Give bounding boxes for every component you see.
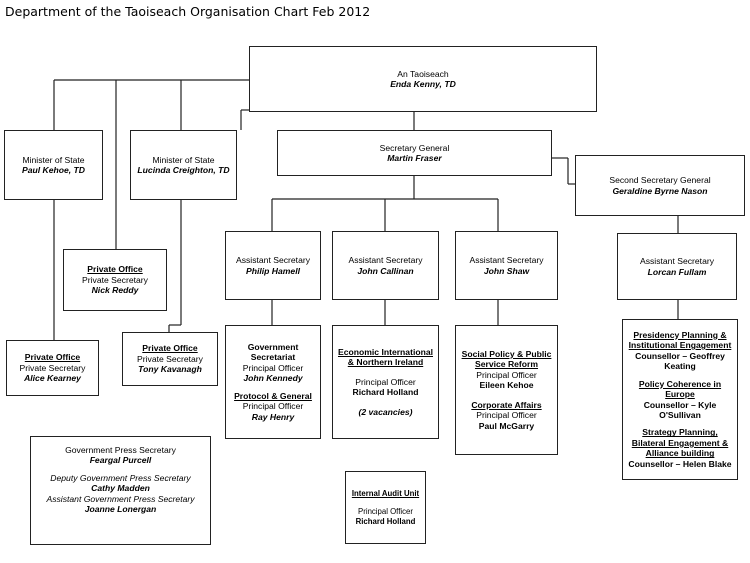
role-label: Assistant Secretary (348, 255, 423, 266)
role-label: Private Secretary (82, 274, 148, 285)
role-label: Principal Officer (242, 362, 304, 373)
private-office-kearney-box: Private Office Private Secretary Alice K… (6, 340, 99, 396)
role-label: Secretary General (379, 142, 450, 153)
role-label: Private Secretary (19, 362, 86, 373)
unit-heading: Strategy Planning, Bilateral Engagement … (631, 427, 729, 459)
role-label: Assistant Secretary (639, 256, 715, 267)
role-label: Private Secretary (137, 353, 203, 364)
role-label: Government Press Secretary (65, 445, 176, 455)
person-name: Geraldine Byrne Nason (612, 185, 708, 196)
private-office-kavanagh-box: Private Office Private Secretary Tony Ka… (122, 332, 218, 386)
person-name: Philip Hamell (246, 265, 300, 276)
role-label: Principal Officer (355, 376, 416, 387)
person-name: John Callinan (357, 265, 414, 276)
person-name: Nick Reddy (91, 285, 139, 296)
person-name: Joanne Lonergan (84, 504, 157, 515)
person-name: Lorcan Fullam (647, 266, 707, 277)
unit-heading: Social Policy & Public Service Reform (461, 348, 552, 370)
person-name: Ray Henry (251, 411, 295, 422)
person-name: Feargal Purcell (89, 455, 152, 466)
person-name: Alice Kearney (24, 373, 81, 384)
role-label: An Taoiseach (397, 68, 449, 79)
person-name: Eileen Kehoe (479, 380, 534, 391)
person-name: Richard Holland (355, 516, 416, 526)
unit-heading: Private Office (142, 343, 198, 354)
unit-hamell-box: Government Secretariat Principal Officer… (225, 325, 321, 439)
role-label: Minister of State (152, 154, 215, 165)
role-label: Principal Officer (476, 369, 537, 380)
person-name: John Shaw (483, 265, 530, 276)
unit-heading: Corporate Affairs (471, 399, 542, 410)
person-name: Cathy Madden (91, 483, 150, 494)
chart-title: Department of the Taoiseach Organisation… (5, 4, 371, 19)
unit-heading: Presidency Planning & Institutional Enga… (628, 329, 732, 351)
minister-kehoe-box: Minister of State Paul Kehoe, TD (4, 130, 103, 200)
unit-heading: Private Office (87, 264, 143, 275)
taoiseach-box: An Taoiseach Enda Kenny, TD (249, 46, 597, 112)
unit-heading: Internal Audit Unit (351, 488, 420, 498)
person-name: John Kennedy (243, 373, 303, 384)
role-label: Assistant Secretary (235, 255, 311, 266)
role-label: Principal Officer (242, 401, 304, 412)
counsellor-label: Counsellor – Geoffrey Keating (635, 350, 725, 372)
unit-heading: Economic International & Northern Irelan… (337, 346, 434, 368)
role-label: Second Secretary General (609, 175, 711, 186)
person-name: Richard Holland (352, 387, 419, 398)
asst-secretary-fullam-box: Assistant Secretary Lorcan Fullam (617, 233, 737, 300)
person-name: Martin Fraser (387, 153, 442, 163)
asst-secretary-hamell-box: Assistant Secretary Philip Hamell (225, 231, 321, 300)
unit-callinan-box: Economic International & Northern Irelan… (332, 325, 439, 439)
person-name: Enda Kenny, TD (390, 79, 456, 89)
minister-creighton-box: Minister of State Lucinda Creighton, TD (130, 130, 237, 200)
private-office-reddy-box: Private Office Private Secretary Nick Re… (63, 249, 167, 311)
unit-shaw-box: Social Policy & Public Service Reform Pr… (455, 325, 558, 455)
person-name: Paul Kehoe, TD (21, 165, 86, 175)
press-secretary-box: Government Press Secretary Feargal Purce… (30, 436, 211, 545)
role-label: Principal Officer (358, 507, 413, 517)
vacancies-note: (2 vacancies) (358, 406, 413, 417)
role-label: Assistant Government Press Secretary (46, 493, 195, 504)
person-name: Paul McGarry (478, 420, 535, 431)
person-name: Tony Kavanagh (138, 364, 202, 375)
counsellor-label: Counsellor – Kyle O'Sullivan (643, 399, 717, 420)
unit-heading: Policy Coherence in Europe (638, 378, 722, 400)
unit-heading: Private Office (24, 352, 81, 363)
role-label: Assistant Secretary (469, 255, 544, 266)
asst-secretary-callinan-box: Assistant Secretary John Callinan (332, 231, 439, 300)
secretary-general-box: Secretary General Martin Fraser (277, 130, 552, 176)
counsellor-label: Counsellor – Helen Blake (628, 458, 732, 469)
person-name: Lucinda Creighton, TD (137, 165, 230, 175)
role-label: Principal Officer (476, 410, 537, 421)
unit-heading: Government Secretariat (247, 341, 299, 363)
asst-secretary-shaw-box: Assistant Secretary John Shaw (455, 231, 558, 300)
internal-audit-box: Internal Audit Unit Principal Officer Ri… (345, 471, 426, 544)
role-label: Deputy Government Press Secretary (50, 472, 191, 483)
unit-heading: Protocol & General (234, 390, 312, 401)
role-label: Minister of State (22, 154, 85, 165)
second-secretary-general-box: Second Secretary General Geraldine Byrne… (575, 155, 745, 216)
unit-fullam-box: Presidency Planning & Institutional Enga… (622, 319, 738, 480)
